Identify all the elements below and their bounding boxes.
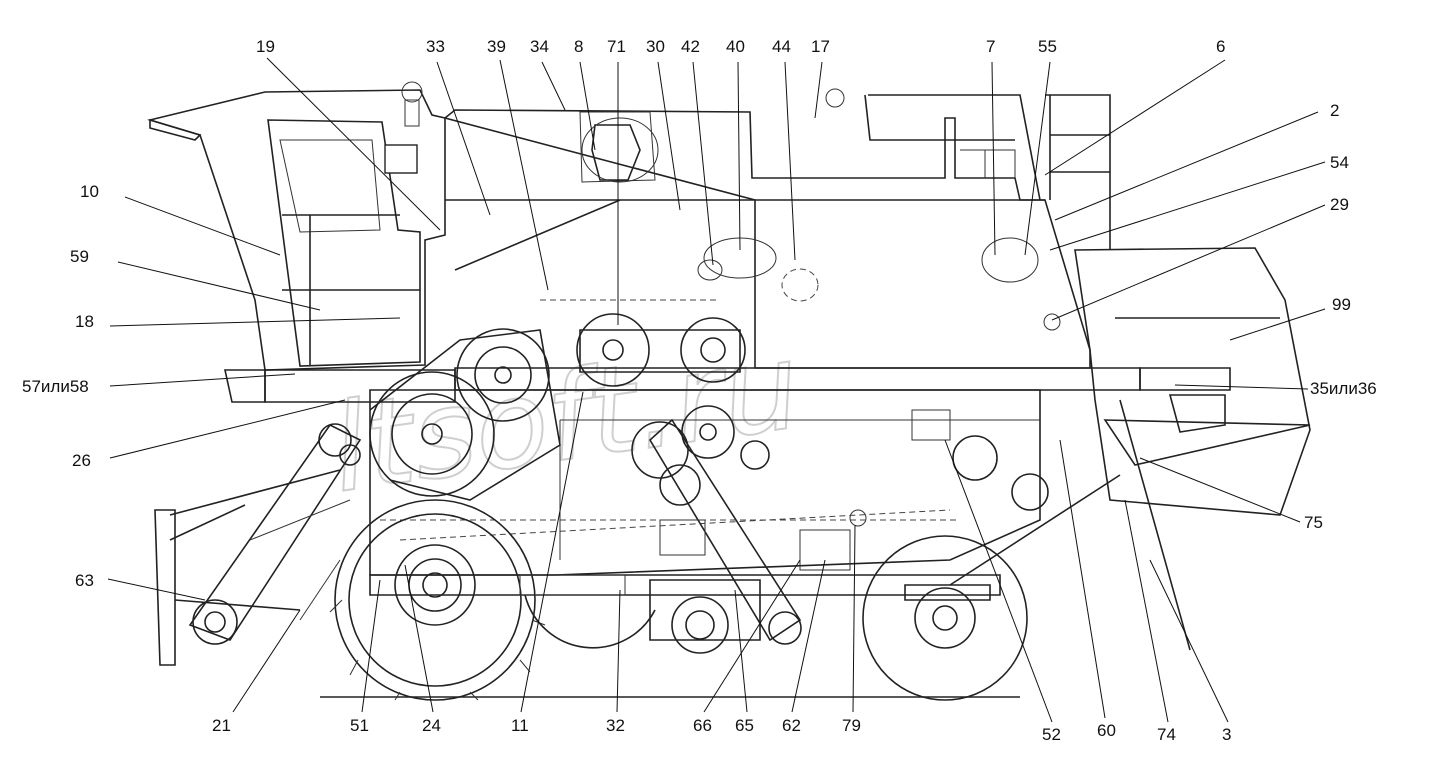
rear-wheel: [862, 535, 1028, 701]
callout-6: 6: [1216, 37, 1225, 56]
callout-19: 19: [256, 37, 275, 56]
callout-34: 34: [530, 37, 549, 56]
callout-54: 54: [1330, 153, 1349, 172]
callout-2: 2: [1330, 101, 1339, 120]
detail-ellipse-44: [781, 268, 819, 302]
hydraulic-unit: [659, 519, 706, 556]
drive-pulleys: [369, 313, 1049, 511]
callout-8: 8: [574, 37, 583, 56]
callout-71: 71: [607, 37, 626, 56]
callout-29: 29: [1330, 195, 1349, 214]
callout-52: 52: [1042, 725, 1061, 744]
callout-74: 74: [1157, 725, 1176, 744]
callout-65: 65: [735, 716, 754, 735]
callout-66: 66: [693, 716, 712, 735]
middle-wheel: [524, 579, 761, 654]
callout-57or58: 57или58: [22, 377, 89, 396]
callout-18: 18: [75, 312, 94, 331]
callout-3: 3: [1222, 725, 1231, 744]
callout-79: 79: [842, 716, 861, 735]
callout-32: 32: [606, 716, 625, 735]
callout-7: 7: [986, 37, 995, 56]
callout-11: 11: [511, 716, 529, 735]
callout-99: 99: [1332, 295, 1351, 314]
callout-17: 17: [811, 37, 830, 56]
callout-39: 39: [487, 37, 506, 56]
straw-hood: [949, 247, 1311, 651]
callout-42: 42: [681, 37, 700, 56]
callout-35or36: 35или36: [1310, 379, 1377, 398]
callout-51: 51: [350, 716, 369, 735]
cab: [146, 81, 456, 403]
watermark: ltsoft.ru: [324, 317, 808, 520]
detail-ellipse-42: [697, 259, 723, 281]
swing-arm-pivot: [768, 611, 802, 645]
callout-75: 75: [1304, 513, 1323, 532]
swing-arm: [648, 418, 802, 642]
detail-ellipse-8: [581, 117, 659, 183]
callout-30: 30: [646, 37, 665, 56]
leader-lines: [107, 57, 1326, 723]
callout-40: 40: [726, 37, 745, 56]
hole-79: [849, 509, 867, 527]
bracket-62: [799, 529, 851, 571]
callout-10: 10: [80, 182, 99, 201]
callout-44: 44: [772, 37, 791, 56]
callout-26: 26: [72, 451, 91, 470]
callout-55: 55: [1038, 37, 1057, 56]
callout-60: 60: [1097, 721, 1116, 740]
callout-33: 33: [426, 37, 445, 56]
axle-beam: [519, 574, 626, 596]
callout-62: 62: [782, 716, 801, 735]
feeder-house: [154, 423, 362, 666]
callout-labels: 19 33 39 34 8 71 30 42 40 44 17 7 55 6 2…: [22, 37, 1377, 744]
callout-24: 24: [422, 716, 441, 735]
detail-ellipse-7: [981, 237, 1039, 283]
callout-21: 21: [212, 716, 231, 735]
drive-wheel: [329, 499, 546, 701]
callout-63: 63: [75, 571, 94, 590]
callout-59: 59: [70, 247, 89, 266]
valve-block: [911, 409, 951, 441]
